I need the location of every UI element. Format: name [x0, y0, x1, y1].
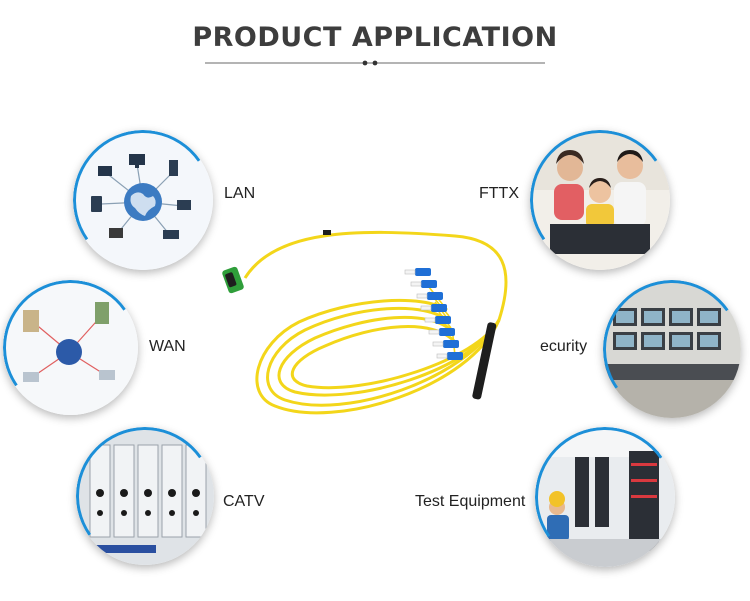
computer-network-icon — [73, 130, 213, 270]
catv-rack-icon — [76, 427, 214, 565]
wide-area-network-icon — [3, 280, 138, 415]
page-title: PRODUCT APPLICATION — [192, 22, 558, 53]
title-divider — [205, 60, 545, 66]
test-equipment-label: Test Equipment — [415, 493, 526, 510]
catv-label: CATV — [223, 493, 265, 510]
mpo-fiber-breakout-cable — [222, 230, 508, 415]
security-circle — [603, 280, 741, 418]
catv-circle — [76, 427, 214, 565]
fttx-label: FTTX — [479, 185, 519, 202]
lan-label: LAN — [224, 185, 256, 202]
security-monitor-room-photo — [603, 280, 741, 418]
wan-label: WAN — [149, 338, 186, 355]
fttx-circle — [530, 130, 670, 270]
test-lab-photo — [535, 427, 675, 567]
lan-circle — [73, 130, 213, 270]
security-label: ecurity — [540, 338, 588, 355]
family-computer-photo — [530, 130, 670, 270]
test-equipment-circle — [535, 427, 675, 567]
wan-circle — [3, 280, 138, 415]
